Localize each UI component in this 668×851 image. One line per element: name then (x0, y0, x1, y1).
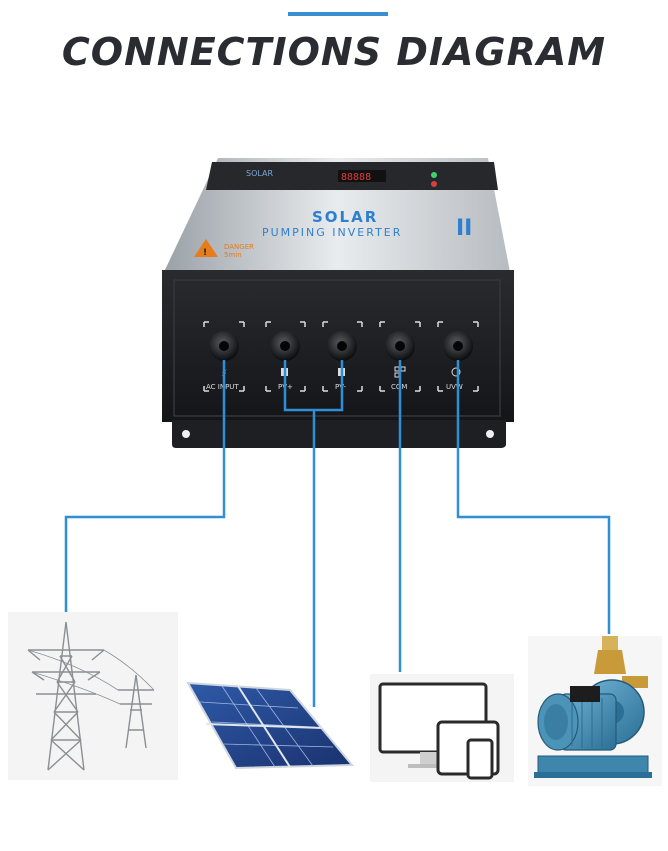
danger-time-label: 5min (224, 251, 242, 259)
danger-warning-icon (194, 239, 218, 257)
port-ac-input: ⚡ AC INPUT (203, 321, 245, 392)
page-title: CONNECTIONS DIAGRAM (61, 30, 607, 74)
inverter-device: 88888 SOLAR SOLAR PUMPING INVERTER II ! … (162, 158, 514, 448)
pump-icon (451, 367, 461, 377)
status-led-red (431, 181, 437, 187)
connection-wires (64, 360, 611, 707)
port-label: UVW (446, 383, 463, 391)
title-accent-bar (288, 12, 388, 16)
status-led-green (431, 172, 437, 178)
device-brand-title: SOLAR (312, 208, 378, 226)
device-brand-subtitle: PUMPING INVERTER (262, 226, 402, 239)
device-model-mark: II (456, 216, 472, 241)
water-pump (528, 636, 662, 786)
port-label: AC INPUT (206, 383, 239, 391)
grid-tower (8, 612, 178, 780)
phone-icon (466, 738, 494, 780)
danger-label: DANGER (224, 243, 254, 251)
computer-devices (370, 674, 514, 782)
led-display (338, 170, 386, 182)
svg-text:88888: 88888 (341, 172, 371, 183)
solar-panel (186, 681, 355, 770)
port-uvw: UVW (437, 321, 479, 392)
inverter-mount-flange (172, 420, 506, 448)
svg-text:!: ! (203, 248, 207, 258)
display-brand-text: SOLAR (246, 169, 273, 178)
wire-ac-input (64, 360, 226, 612)
wire-uvw (456, 360, 611, 634)
